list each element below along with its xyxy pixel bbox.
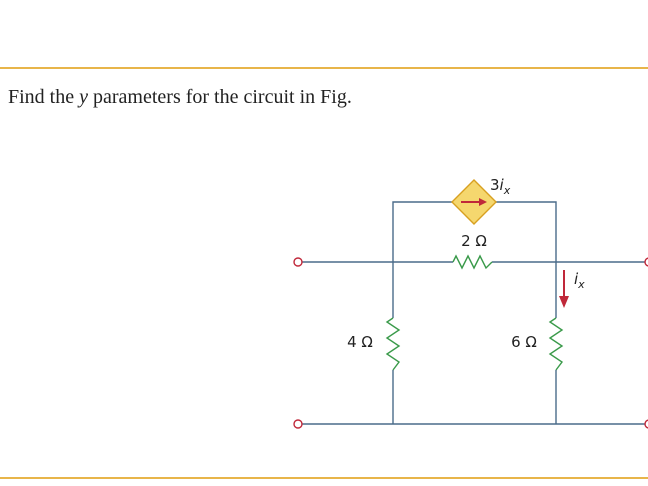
current-arrow-ix [559,270,569,308]
top-divider [0,67,648,69]
problem-variable: y [79,86,89,108]
current-label-sub: x [577,278,585,291]
source-arrow-icon [479,198,487,206]
resistor-4ohm [385,317,401,371]
source-label: 3ix [490,176,511,197]
source-label-coef: 3 [490,176,500,194]
bottom-divider [0,477,648,479]
label-6ohm: 6 Ω [511,333,537,351]
current-label: ix [574,270,585,291]
resistor-2ohm [452,254,493,270]
terminal-bottom-right [644,419,648,429]
label-4ohm: 4 Ω [347,333,373,351]
wire-source-loop-right [496,201,557,262]
terminal-top-right [644,257,648,267]
problem-statement: Find the y parameters for the circuit in… [8,86,352,109]
terminal-top-left [293,257,303,267]
current-arrow-icon [559,296,569,308]
source-label-var: i [500,176,505,194]
wires [302,201,645,425]
resistor-6ohm [548,317,564,371]
wire-source-loop-left [392,201,452,262]
terminal-bottom-left [293,419,303,429]
problem-prefix: Find the [8,86,80,108]
terminals [293,257,648,429]
label-2ohm: 2 Ω [461,232,487,250]
dependent-current-source [451,179,497,225]
current-label-var: i [574,270,579,288]
source-label-sub: x [503,184,511,197]
problem-suffix: parameters for the circuit in Fig. [88,86,352,108]
